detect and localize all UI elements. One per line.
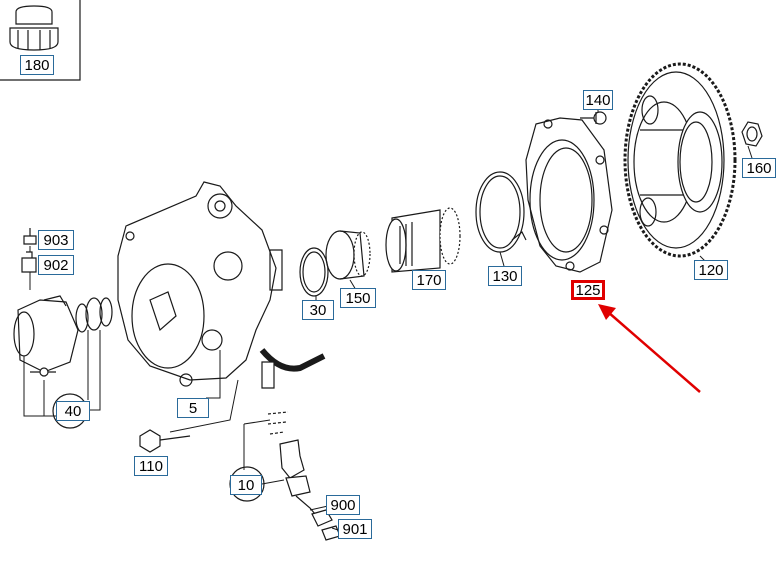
nut-160-drawing — [741, 121, 763, 147]
clip-902-drawing — [21, 251, 37, 273]
circlip-130-drawing — [475, 171, 527, 253]
callout-180[interactable]: 180 — [20, 55, 54, 75]
callout-130[interactable]: 130 — [488, 266, 522, 286]
pump-5-drawing — [117, 181, 326, 389]
gear-150-drawing — [325, 230, 371, 280]
bolt-140-drawing — [580, 111, 607, 125]
callout-10[interactable]: 10 — [230, 475, 262, 495]
callout-903[interactable]: 903 — [38, 230, 74, 250]
flange-125-drawing — [525, 117, 613, 273]
bolt-110-drawing — [139, 429, 191, 453]
callout-5[interactable]: 5 — [177, 398, 209, 418]
callout-120[interactable]: 120 — [694, 260, 728, 280]
callout-900[interactable]: 900 — [326, 495, 360, 515]
callout-110[interactable]: 110 — [134, 456, 168, 476]
callout-901[interactable]: 901 — [338, 519, 372, 539]
sensor-10-drawing — [267, 411, 341, 541]
cap-180-drawing — [9, 5, 59, 51]
bushing-170-drawing — [385, 207, 461, 273]
highlight-arrow — [598, 304, 701, 393]
seal-30-drawing — [299, 247, 329, 297]
callout-30[interactable]: 30 — [302, 300, 334, 320]
callout-902[interactable]: 902 — [38, 255, 74, 275]
callout-140[interactable]: 140 — [583, 90, 613, 110]
inset-frame — [0, 0, 81, 81]
callout-170[interactable]: 170 — [412, 270, 446, 290]
callout-160[interactable]: 160 — [742, 158, 776, 178]
callout-125[interactable]: 125 — [571, 280, 605, 300]
leader-lines — [23, 108, 753, 531]
callout-150[interactable]: 150 — [340, 288, 376, 308]
clip-903-drawing — [23, 228, 37, 245]
valve-40-drawing — [13, 295, 113, 377]
gear-120-drawing — [623, 62, 737, 258]
callout-40[interactable]: 40 — [56, 401, 90, 421]
